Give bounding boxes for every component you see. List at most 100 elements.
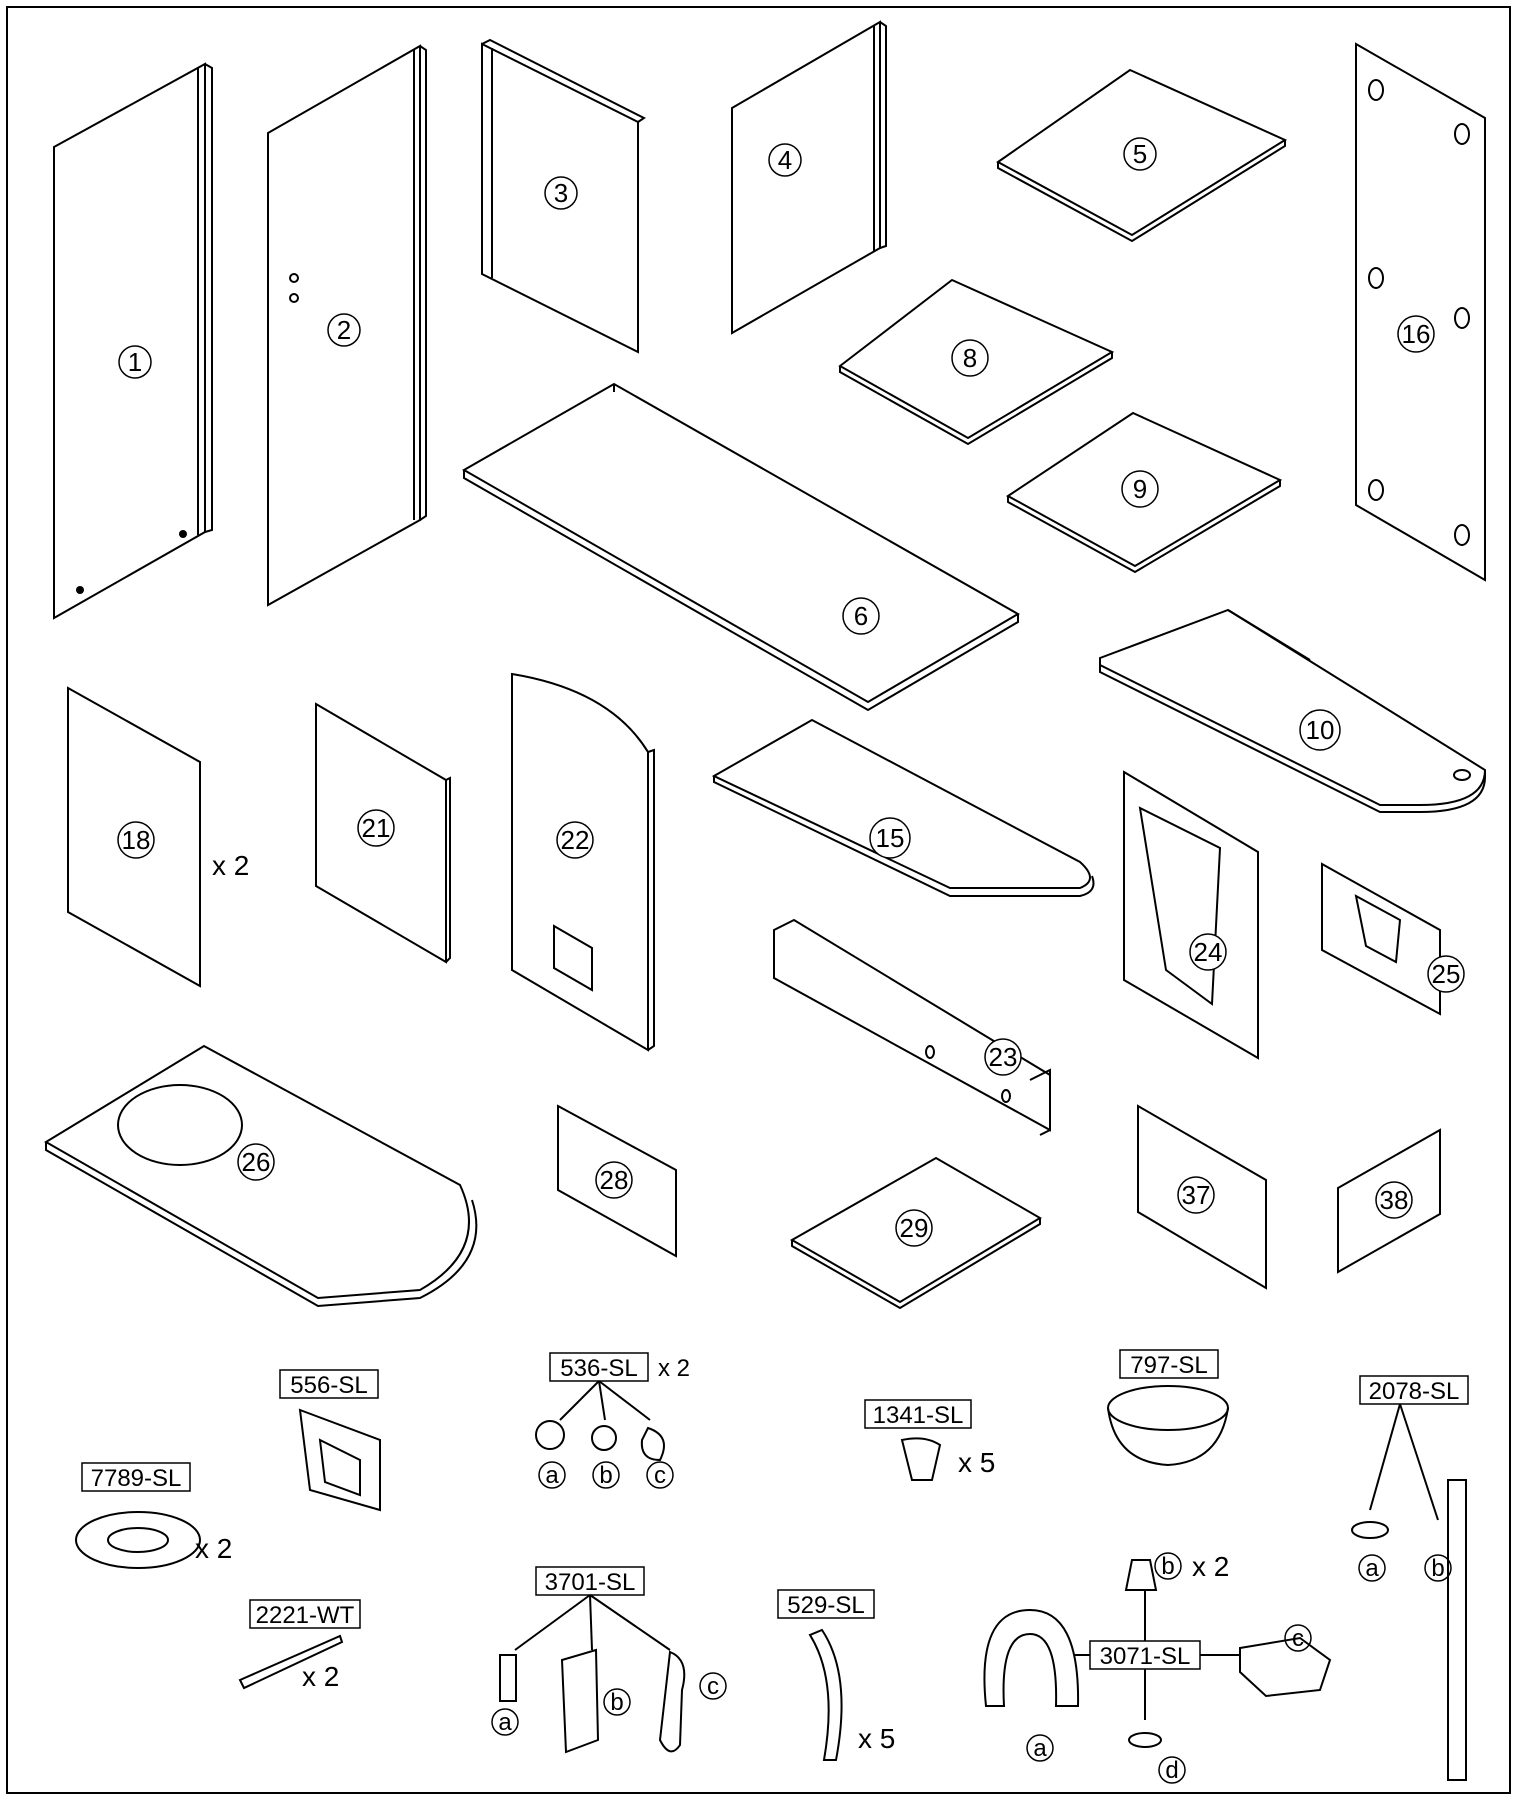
panel-24-label: 24 [1189,933,1227,971]
panel-2: 2 [267,44,427,607]
panel-23-label: 23 [984,1038,1022,1076]
quantity-536: x 2 [658,1355,690,1382]
svg-text:b: b [610,1689,623,1716]
panel-25-label: 25 [1427,955,1465,993]
panel-8-number: 8 [963,343,977,373]
panel-3: 3 [481,38,646,354]
panel-24-number: 24 [1194,937,1223,967]
panel-3-label: 3 [544,176,578,210]
panel-4-number: 4 [778,145,792,175]
code-7789: 7789-SL [91,1465,182,1492]
panel-24: 24 [1123,770,1259,1060]
quantity-529: x 5 [858,1723,895,1754]
panel-29-label: 29 [895,1209,933,1247]
hardware-536-sl: 536-SL x 2 a b c [535,1352,690,1489]
svg-text:c: c [1292,1625,1304,1652]
panel-5: 5 [996,68,1288,243]
panel-1-number: 1 [128,347,142,377]
hardware-556-sl: 556-SL [279,1369,381,1512]
panel-5-label: 5 [1123,137,1157,171]
panel-28-number: 28 [600,1165,629,1195]
panel-25-number: 25 [1432,959,1461,989]
panel-9-label: 9 [1121,470,1159,508]
svg-text:d: d [1165,1757,1178,1784]
quantity-7789: x 2 [195,1533,232,1564]
quantity-3071-b: x 2 [1192,1551,1229,1582]
code-3071: 3071-SL [1100,1643,1191,1670]
panel-38-number: 38 [1380,1185,1409,1215]
panel-26-label: 26 [237,1143,275,1181]
panel-18: 18 x 2 [67,686,249,988]
panel-2-number: 2 [337,315,351,345]
svg-text:a: a [545,1462,559,1489]
svg-text:c: c [707,1673,719,1700]
code-556: 556-SL [290,1372,367,1399]
panel-4: 4 [731,20,887,335]
hardware-3071-sl: 3071-SL a b x 2 c d [983,1551,1332,1784]
panel-37-number: 37 [1182,1180,1211,1210]
panel-22-number: 22 [561,825,590,855]
svg-text:c: c [654,1462,666,1489]
panel-15-number: 15 [876,823,905,853]
code-3701: 3701-SL [545,1569,636,1596]
panel-28: 28 [557,1104,677,1258]
panel-37-label: 37 [1177,1176,1215,1214]
code-536: 536-SL [560,1355,637,1382]
panel-8: 8 [838,278,1115,446]
hardware-2221-wt: 2221-WT x 2 [238,1599,361,1692]
panel-15: 15 [711,718,1095,897]
code-797: 797-SL [1130,1352,1207,1379]
panel-10-label: 10 [1299,709,1341,751]
svg-text:a: a [1033,1735,1047,1762]
quantity-1341: x 5 [958,1447,995,1478]
hardware-797-sl: 797-SL [1107,1349,1229,1467]
svg-text:a: a [498,1709,512,1736]
panel-16-number: 16 [1402,319,1431,349]
panel-18-quantity: x 2 [212,850,249,881]
panel-18-label: 18 [117,821,155,859]
panel-28-label: 28 [595,1161,633,1199]
panel-26: 26 [44,1044,478,1308]
panel-37: 37 [1137,1104,1267,1290]
panel-3-number: 3 [554,178,568,208]
panel-10: 10 [1099,608,1487,813]
panel-38-label: 38 [1375,1181,1413,1219]
panel-5-number: 5 [1133,139,1147,169]
panel-10-number: 10 [1306,715,1335,745]
svg-text:b: b [1161,1553,1174,1580]
code-2221: 2221-WT [256,1602,355,1629]
code-2078: 2078-SL [1369,1378,1460,1405]
panel-6: 6 [461,382,1020,712]
panel-25: 25 [1321,862,1465,1016]
panel-1-label: 1 [118,345,152,379]
label-box-556 [279,1369,379,1399]
panel-38: 38 [1337,1128,1441,1274]
panel-23-number: 23 [989,1042,1018,1072]
diagram-border [6,6,1511,1794]
panel-18-number: 18 [122,825,151,855]
panel-15-label: 15 [869,817,911,859]
panel-23: 23 [773,918,1051,1136]
panel-16-label: 16 [1397,315,1435,353]
code-1341: 1341-SL [873,1402,964,1429]
panel-21-label: 21 [357,809,395,847]
panel-21-number: 21 [362,813,391,843]
panel-29-number: 29 [900,1213,929,1243]
hardware-529-sl: 529-SL x 5 [777,1589,895,1761]
svg-text:b: b [599,1462,612,1489]
hardware-7789-sl: 7789-SL x 2 [75,1462,232,1569]
panel-21: 21 [315,702,451,964]
code-529: 529-SL [787,1592,864,1619]
panel-9-number: 9 [1133,474,1147,504]
panel-22: 22 [511,672,655,1052]
panel-16: 16 [1355,42,1486,582]
panel-22-label: 22 [556,821,594,859]
panel-26-number: 26 [242,1147,271,1177]
hardware-1341-sl: 1341-SL x 5 [864,1399,995,1481]
svg-text:a: a [1365,1555,1379,1582]
panel-29: 29 [789,1156,1042,1310]
svg-text:b: b [1431,1555,1444,1582]
hardware-3701-sl: 3701-SL a b c [491,1566,727,1754]
panel-1: 1 [53,62,213,620]
